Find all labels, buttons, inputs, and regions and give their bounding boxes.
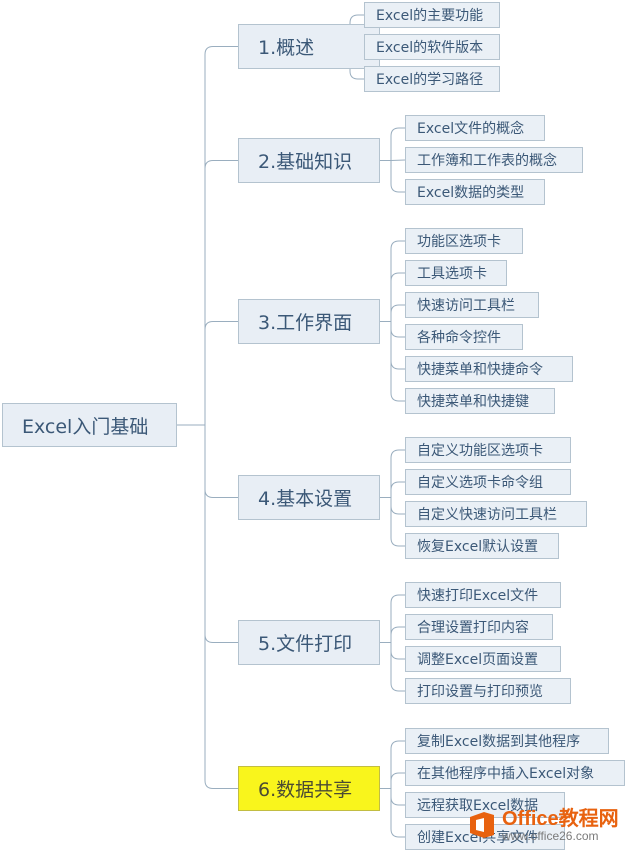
branch-node-1[interactable]: 1.概述 (238, 24, 380, 69)
leaf-connector (390, 740, 405, 789)
leaf-node[interactable]: 恢复Excel默认设置 (405, 533, 559, 559)
leaf-node[interactable]: 快速打印Excel文件 (405, 582, 561, 608)
leaf-label: Excel数据的类型 (417, 185, 525, 201)
leaf-node[interactable]: 在其他程序中插入Excel对象 (405, 760, 625, 786)
branch-node-2[interactable]: 2.基础知识 (238, 138, 380, 183)
leaf-connector (390, 626, 405, 643)
leaf-connector (349, 46, 364, 80)
leaf-label: 快速访问工具栏 (417, 298, 515, 314)
leaf-node[interactable]: Excel的学习路径 (364, 66, 500, 92)
leaf-label: 恢复Excel默认设置 (417, 539, 539, 555)
branch-label: 4.基本设置 (258, 488, 353, 510)
leaf-node[interactable]: 自定义选项卡命令组 (405, 469, 571, 495)
leaf-node[interactable]: 复制Excel数据到其他程序 (405, 728, 609, 754)
leaf-connector (390, 481, 405, 498)
leaf-label: 快捷菜单和快捷命令 (417, 362, 543, 378)
branch-label: 6.数据共享 (258, 779, 353, 801)
leaf-label: 各种命令控件 (417, 330, 501, 346)
leaf-connector (390, 788, 405, 838)
leaf-node[interactable]: 功能区选项卡 (405, 228, 523, 254)
leaf-label: 在其他程序中插入Excel对象 (417, 766, 595, 782)
branch-label: 5.文件打印 (258, 633, 353, 655)
leaf-connector (349, 14, 364, 47)
leaf-label: 合理设置打印内容 (417, 620, 529, 636)
leaf-label: 远程获取Excel数据 (417, 798, 539, 814)
root-label: Excel入门基础 (22, 415, 149, 438)
leaf-connector (390, 772, 405, 789)
leaf-label: 调整Excel页面设置 (417, 652, 539, 668)
branch-connector-3 (204, 321, 238, 425)
watermark-url: www.office26.com (502, 828, 599, 843)
leaf-connector (390, 788, 405, 806)
leaf-connector (390, 304, 405, 322)
leaf-label: 功能区选项卡 (417, 234, 501, 250)
leaf-node[interactable]: 快捷菜单和快捷键 (405, 388, 555, 414)
branch-label: 2.基础知识 (258, 151, 353, 173)
leaf-connector (390, 449, 405, 498)
leaf-connector (390, 160, 405, 193)
leaf-label: Excel的学习路径 (376, 72, 484, 88)
leaf-node[interactable]: Excel的主要功能 (364, 2, 500, 28)
leaf-node[interactable]: Excel文件的概念 (405, 115, 545, 141)
leaf-node[interactable]: 合理设置打印内容 (405, 614, 553, 640)
leaf-connector (390, 594, 405, 643)
leaf-label: 自定义快速访问工具栏 (417, 507, 557, 523)
office-logo-icon (470, 812, 494, 838)
leaf-label: Excel的软件版本 (376, 40, 484, 56)
leaf-label: 复制Excel数据到其他程序 (417, 734, 581, 750)
branch-label: 3.工作界面 (258, 312, 353, 334)
leaf-label: 快捷菜单和快捷键 (417, 394, 529, 410)
leaf-connector (390, 321, 405, 338)
leaf-connector (390, 321, 405, 402)
branch-connector-6 (204, 425, 238, 789)
leaf-connector (390, 642, 405, 692)
leaf-connector (390, 497, 405, 547)
leaf-connector (390, 127, 405, 161)
branch-connector-5 (204, 425, 238, 643)
leaf-node[interactable]: Excel的软件版本 (364, 34, 500, 60)
leaf-node[interactable]: 快捷菜单和快捷命令 (405, 356, 573, 382)
branch-label: 1.概述 (258, 37, 315, 59)
leaf-connector (390, 240, 405, 322)
leaf-node[interactable]: 调整Excel页面设置 (405, 646, 561, 672)
leaf-connector (390, 159, 406, 161)
leaf-node[interactable]: 工具选项卡 (405, 260, 507, 286)
root-node[interactable]: Excel入门基础 (2, 403, 177, 447)
branch-connector-4 (204, 425, 238, 498)
leaf-label: 自定义选项卡命令组 (417, 475, 543, 491)
branch-node-5[interactable]: 5.文件打印 (238, 620, 380, 665)
leaf-label: 自定义功能区选项卡 (417, 443, 543, 459)
branch-node-6[interactable]: 6.数据共享 (238, 766, 380, 811)
branch-node-3[interactable]: 3.工作界面 (238, 299, 380, 344)
branch-connector-1 (204, 46, 238, 425)
leaf-label: Excel的主要功能 (376, 8, 484, 24)
branch-connector-2 (204, 160, 238, 425)
leaf-connector (390, 272, 405, 322)
leaf-connector (390, 642, 405, 660)
leaf-node[interactable]: 快速访问工具栏 (405, 292, 539, 318)
leaf-label: 打印设置与打印预览 (417, 684, 543, 700)
leaf-label: Excel文件的概念 (417, 121, 525, 137)
leaf-connector (390, 321, 405, 370)
leaf-label: 工具选项卡 (417, 266, 487, 282)
leaf-label: 工作簿和工作表的概念 (417, 153, 557, 169)
leaf-label: 快速打印Excel文件 (417, 588, 539, 604)
leaf-node[interactable]: Excel数据的类型 (405, 179, 545, 205)
leaf-label: 创建Excel共享文件 (417, 830, 539, 846)
leaf-connector (390, 497, 405, 515)
leaf-node[interactable]: 各种命令控件 (405, 324, 523, 350)
leaf-node[interactable]: 工作簿和工作表的概念 (405, 147, 583, 173)
watermark: Office教程网 www.office26.com (466, 805, 626, 845)
watermark-brand: Office教程网 (502, 807, 619, 830)
leaf-node[interactable]: 自定义快速访问工具栏 (405, 501, 587, 527)
leaf-node[interactable]: 自定义功能区选项卡 (405, 437, 571, 463)
leaf-node[interactable]: 打印设置与打印预览 (405, 678, 571, 704)
branch-node-4[interactable]: 4.基本设置 (238, 475, 380, 520)
